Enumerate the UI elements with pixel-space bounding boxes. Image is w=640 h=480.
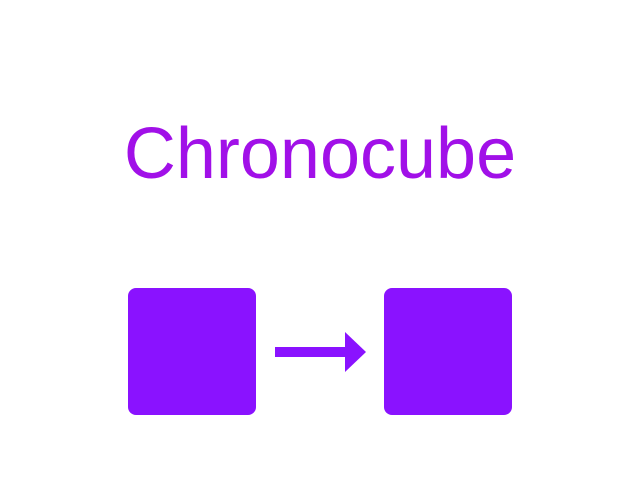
target-square-icon [384,288,512,415]
app-title: Chronocube [123,114,517,194]
source-square-icon [128,288,256,415]
arrow-right-icon [275,332,366,372]
